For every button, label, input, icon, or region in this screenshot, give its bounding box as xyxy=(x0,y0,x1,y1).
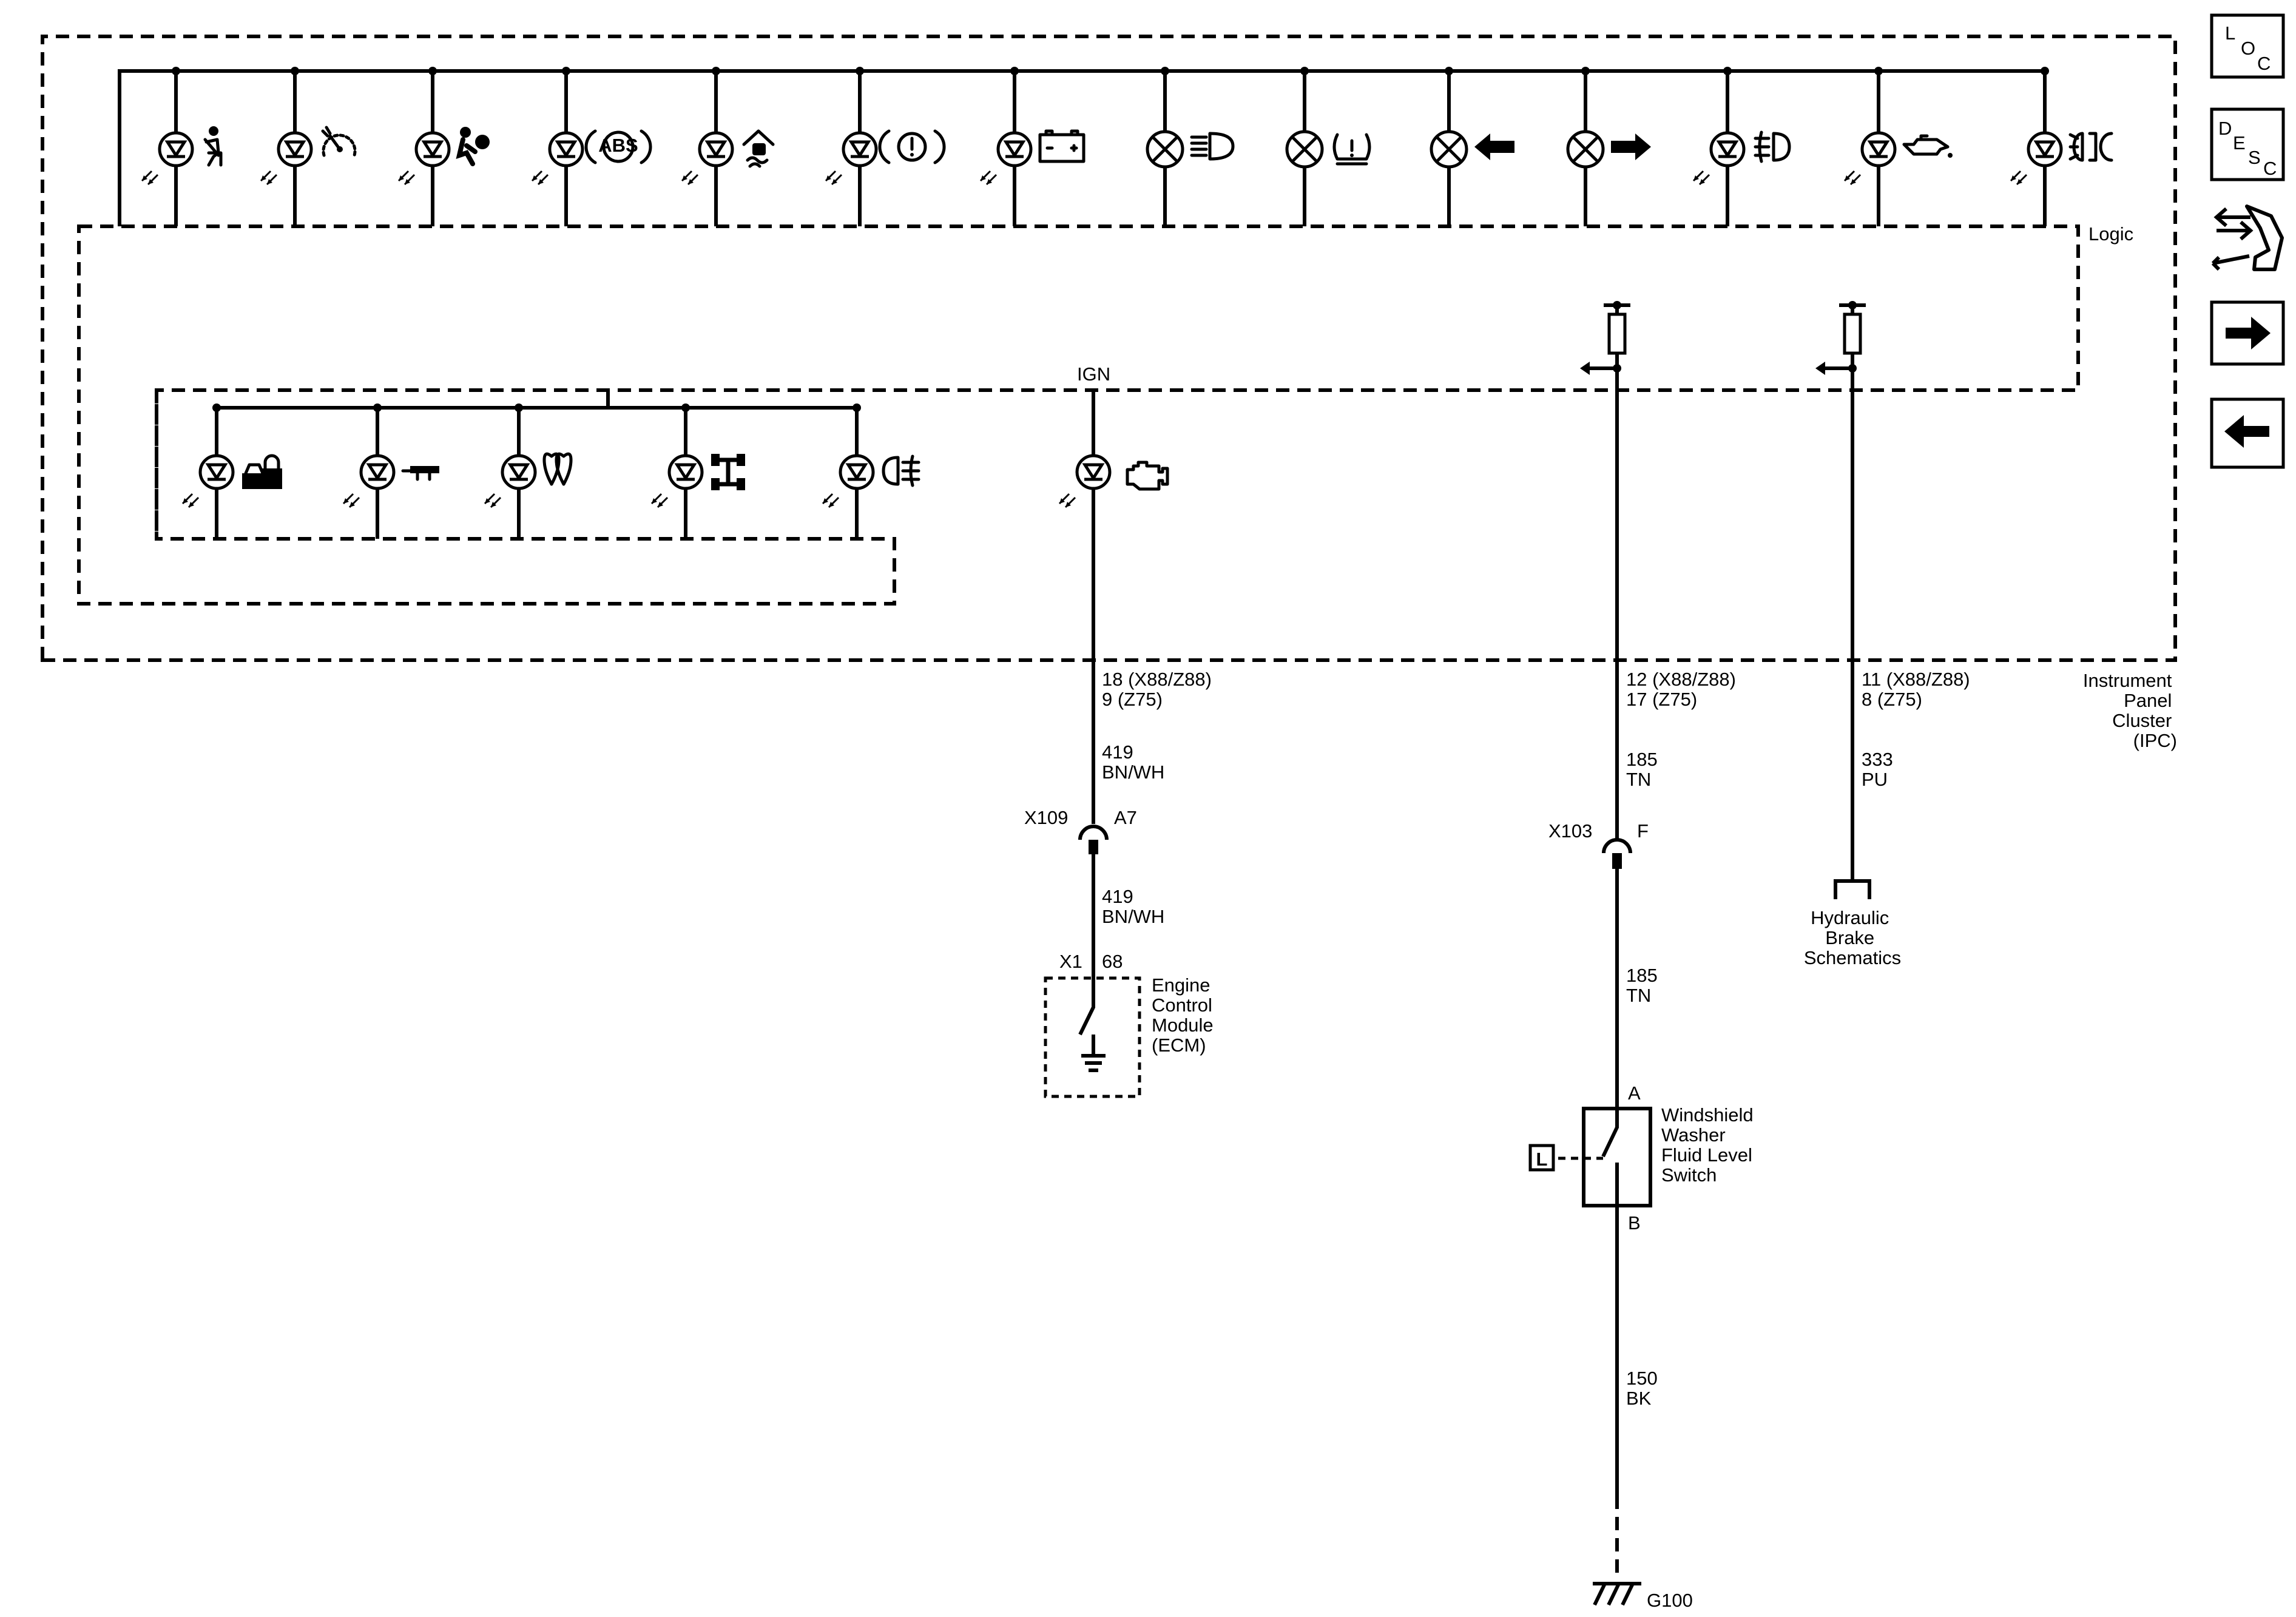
indicator-high-beam xyxy=(1147,67,1235,226)
hydraulic-brake-label: Hydraulic Brake Schematics xyxy=(1804,907,1901,968)
tire-pressure-icon xyxy=(1332,133,1371,166)
indicator-axle xyxy=(652,403,745,539)
oil-pressure-icon xyxy=(1902,134,1953,158)
brake-circuit: 11 (X88/Z88) 8 (Z75) 333 PU Hydraulic Br… xyxy=(1804,301,1975,968)
ign-wire-label-top: 419 BN/WH xyxy=(1102,741,1164,783)
washer-switch-label: Windshield Washer Fluid Level Switch xyxy=(1661,1104,1758,1186)
x1-label: X1 xyxy=(1059,951,1082,972)
ground-symbol xyxy=(1593,1582,1641,1606)
glow-plug-icon xyxy=(542,452,573,486)
indicator-brake-warning xyxy=(826,67,946,226)
svg-text:C: C xyxy=(2263,158,2277,179)
cruise-speed-icon xyxy=(321,126,357,157)
security-icon xyxy=(242,454,282,489)
brake-warning-icon xyxy=(878,129,946,164)
logic-boundary xyxy=(77,224,2080,606)
ecm-box xyxy=(1044,976,1141,1098)
washer-pin-label: 12 (X88/Z88) 17 (Z75) xyxy=(1626,669,1741,710)
ign-wire-label-bottom: 419 BN/WH xyxy=(1102,886,1164,927)
x1-pin-label: 68 xyxy=(1102,951,1123,972)
turn-right-icon xyxy=(1611,133,1651,160)
ground-wire-label: 150 BK xyxy=(1626,1368,1663,1409)
indicator-turn-right xyxy=(1568,67,1651,226)
indicator-traction-control xyxy=(682,67,775,226)
x109-label: X109 xyxy=(1024,807,1068,828)
washer-wire-label-top: 185 TN xyxy=(1626,749,1663,790)
indicator-trailer xyxy=(343,403,439,539)
indicator-turn-left xyxy=(1431,67,1514,226)
brake-wire-label: 333 PU xyxy=(1862,749,1898,790)
turn-left-icon xyxy=(1474,133,1514,160)
trailer-icon xyxy=(401,466,439,481)
logic-label: Logic xyxy=(2088,223,2133,245)
x109-pin-label: A7 xyxy=(1114,807,1137,828)
previous-page-button[interactable] xyxy=(2210,397,2285,469)
desc-button[interactable]: D E S C xyxy=(2210,107,2285,181)
switch-pin-a: A xyxy=(1628,1082,1641,1104)
brake-fuse xyxy=(1843,312,1862,355)
ign-circuit: IGN 18 (X88/Z88) 9 (Z75) 419 BN/WH X109 … xyxy=(1024,363,1218,1098)
battery-icon xyxy=(1038,129,1086,163)
indicator-glow-plug xyxy=(485,403,573,539)
traction-control-icon xyxy=(742,129,775,168)
axle-icon xyxy=(711,454,745,490)
ipc-boundary xyxy=(41,35,2177,662)
bottom-indicator-bank xyxy=(183,403,920,539)
x103-pin-label: F xyxy=(1637,820,1649,842)
indicator-rear-fog xyxy=(823,403,920,539)
arrow-left-icon xyxy=(2224,415,2269,448)
svg-text:C: C xyxy=(2257,53,2271,74)
level-sensor-box xyxy=(1528,1144,1555,1172)
rear-fog-icon xyxy=(882,454,920,487)
arrow-right-icon xyxy=(2226,317,2271,349)
indicator-park-lamp xyxy=(2011,67,2113,226)
loc-button[interactable]: L O C xyxy=(2210,13,2285,79)
ign-label: IGN xyxy=(1077,363,1110,385)
svg-text:O: O xyxy=(2241,38,2255,59)
park-lamp-icon xyxy=(2068,132,2113,162)
indicator-security xyxy=(183,403,282,539)
indicator-battery xyxy=(981,67,1086,226)
ipc-label: Instrument Panel Cluster (IPC) xyxy=(2083,670,2177,751)
svg-text:S: S xyxy=(2248,147,2261,168)
connector-tool-icon[interactable] xyxy=(2211,204,2284,271)
brake-pin-label: 11 (X88/Z88) 8 (Z75) xyxy=(1862,669,1975,710)
high-beam-icon xyxy=(1190,132,1235,161)
airbag-icon xyxy=(456,127,490,166)
brake-reference-symbol xyxy=(1834,879,1871,899)
indicator-airbag xyxy=(399,67,490,226)
switch-pin-b: B xyxy=(1628,1212,1641,1234)
svg-text:ABS: ABS xyxy=(598,135,638,156)
check-engine-icon xyxy=(1126,461,1169,491)
indicator-cruise-speed xyxy=(261,67,357,226)
washer-fuse xyxy=(1607,312,1627,355)
ign-pin-label: 18 (X88/Z88) 9 (Z75) xyxy=(1102,669,1217,710)
seatbelt-icon xyxy=(203,126,223,167)
indicator-seatbelt xyxy=(142,67,223,226)
x103-label: X103 xyxy=(1548,820,1592,842)
top-indicator-bank: ABS xyxy=(142,67,2113,226)
indicator-tire-pressure xyxy=(1287,67,1371,226)
svg-text:L: L xyxy=(2225,22,2235,44)
abs-icon: ABS xyxy=(584,129,652,164)
level-sensor-letter: L xyxy=(1536,1149,1548,1170)
ground-label: G100 xyxy=(1647,1590,1693,1611)
ecm-label: Engine Control Module (ECM) xyxy=(1152,974,1218,1056)
front-fog-icon xyxy=(1754,130,1791,163)
indicator-abs: ABS xyxy=(532,67,652,226)
indicator-oil-pressure xyxy=(1845,67,1953,226)
svg-text:D: D xyxy=(2218,118,2232,139)
washer-circuit: 12 (X88/Z88) 17 (Z75) 185 TN X103 F 185 … xyxy=(1528,301,1758,1611)
next-page-button[interactable] xyxy=(2210,300,2285,366)
x103-connector xyxy=(1602,838,1632,854)
indicator-front-fog xyxy=(1693,67,1791,226)
svg-text:E: E xyxy=(2233,132,2246,154)
x109-connector xyxy=(1078,825,1109,840)
washer-wire-label-bottom: 185 TN xyxy=(1626,965,1663,1006)
